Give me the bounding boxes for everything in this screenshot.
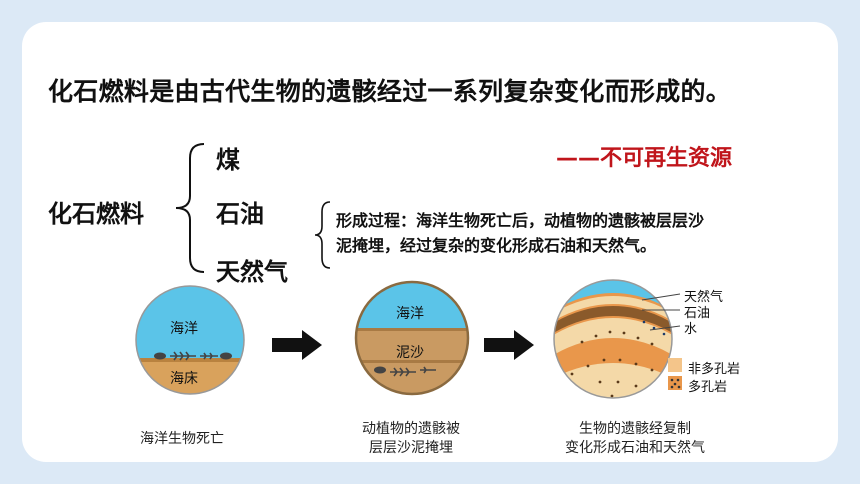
fossil-fuel-label: 化石燃料 (48, 200, 144, 228)
arrow-right-icon (272, 330, 322, 360)
stage2-ocean-label: 海洋 (396, 306, 424, 322)
legend-porous-label: 多孔岩 (688, 380, 728, 395)
page-title: 化石燃料是由古代生物的遗骸经过一系列复杂变化而形成的。 (48, 77, 732, 106)
fuel-gas: 天然气 (216, 258, 288, 286)
stage2-caption-line-2: 层层沙泥掩埋 (369, 440, 453, 456)
formation-line-2: 泥掩埋，经过复杂的变化形成石油和天然气。 (336, 236, 657, 255)
formation-description: 形成过程：海洋生物死亡后，动植物的遗骸被层层沙 泥掩埋，经过复杂的变化形成石油和… (336, 208, 836, 258)
stage3-water-label: 水 (684, 322, 698, 337)
process-brace (314, 201, 331, 269)
non-renewable-note: ——不可再生资源 (556, 146, 733, 171)
stage3-oil-label: 石油 (684, 306, 711, 321)
stage1-caption: 海洋生物死亡 (140, 431, 224, 447)
fuel-oil: 石油 (216, 200, 264, 228)
formation-line-1: 形成过程：海洋生物死亡后，动植物的遗骸被层层沙 (336, 211, 705, 230)
stage3-caption: 生物的遗骸经复制 变化形成石油和天然气 (540, 420, 730, 458)
stage3-pointer-lines (641, 293, 681, 331)
legend-non-porous-swatch (668, 358, 682, 372)
arrow-right-icon (484, 330, 534, 360)
stage3-diagram (553, 279, 673, 399)
stage1-seabed-label: 海床 (170, 371, 198, 387)
stage3-caption-line-2: 变化形成石油和天然气 (565, 440, 705, 456)
legend-porous-swatch (668, 376, 682, 390)
stage2-caption-line-1: 动植物的遗骸被 (362, 421, 460, 437)
stage2-sand-label: 泥沙 (396, 345, 424, 361)
stage3-gas-label: 天然气 (684, 290, 724, 305)
stage2-diagram (354, 280, 470, 396)
stage3-caption-line-1: 生物的遗骸经复制 (579, 421, 691, 437)
legend-non-porous-label: 非多孔岩 (688, 362, 741, 377)
stage2-caption: 动植物的遗骸被 层层沙泥掩埋 (356, 420, 466, 458)
stage1-diagram (135, 285, 245, 395)
stage1-ocean-label: 海洋 (170, 321, 198, 337)
fuel-brace (175, 143, 205, 273)
fuel-coal: 煤 (216, 146, 240, 174)
